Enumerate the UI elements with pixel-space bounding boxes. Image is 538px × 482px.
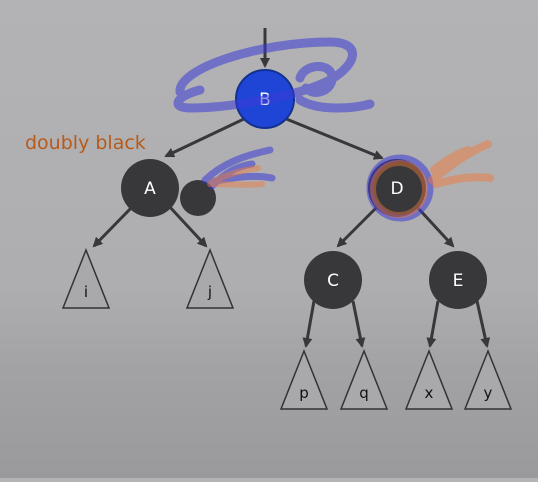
subtree-j-label: j [207,283,212,301]
subtree-q-label: q [359,384,369,402]
node-a: A [121,159,179,217]
node-a-label: A [144,179,156,199]
subtree-i-triangle [61,247,111,309]
edge-e-to-y [475,300,491,348]
node-d: D [368,159,426,217]
edge-b-to-a [164,116,247,158]
subtree-j: j [185,247,235,309]
subtree-x: x [404,348,454,410]
subtree-p-triangle [279,348,329,410]
edge-d-to-e [416,206,455,248]
node-e: E [429,251,487,309]
edge-b-to-d [283,116,384,160]
subtree-y: y [463,348,513,410]
subtree-q-triangle [339,348,389,410]
edge-d-to-c [336,206,378,248]
edge-c-to-p [302,300,316,348]
node-c: C [304,251,362,309]
edge-e-to-x [426,300,440,348]
edge-a-to-j [166,203,208,248]
subtree-p: p [279,348,329,410]
tree-edges [92,28,491,348]
node-d-label: D [390,179,403,199]
node-c-label: C [327,271,339,291]
subtree-j-triangle [185,247,235,309]
subtree-x-triangle [404,348,454,410]
node-e-label: E [453,271,464,291]
node-c-circle [304,251,362,309]
orange-arrow-to-extra-black [207,165,265,188]
node-d-circle [368,159,426,217]
subtree-q: q [339,348,389,410]
subtree-i-label: i [84,283,88,301]
node-a-circle [121,159,179,217]
subtree-y-label: y [484,384,493,402]
doubly-black-annotation: doubly black [25,132,146,154]
extra-black-marker [180,180,216,216]
orange-arrow-to-d [428,140,494,188]
blue-arrow-to-extra-black [201,146,276,190]
subtree-y-triangle [463,348,513,410]
node-e-circle [429,251,487,309]
edge-c-to-q [351,300,366,348]
blue-scribble-around-root [173,37,375,113]
subtree-x-label: x [425,384,434,402]
subtree-p-label: p [299,384,309,402]
blue-circle-around-d [366,154,434,222]
pen-annotations [173,37,494,222]
subtree-i: i [61,247,111,309]
orange-circle-around-d [370,160,428,218]
edge-a-to-i [92,203,136,248]
